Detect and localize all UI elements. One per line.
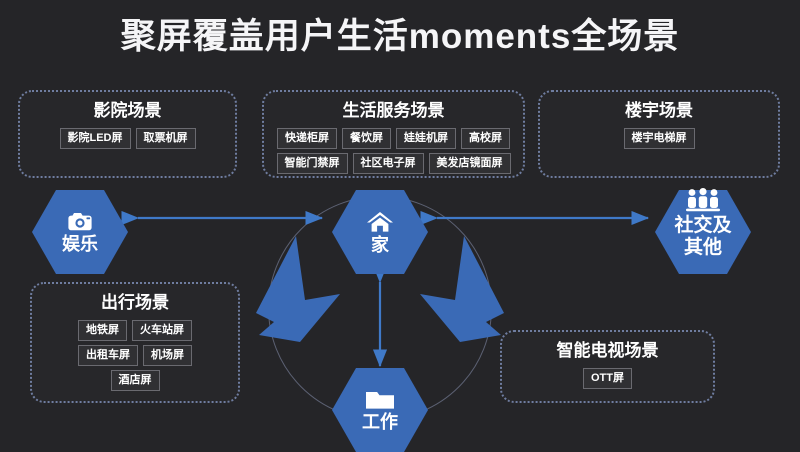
screen-tag[interactable]: 社区电子屏 <box>352 153 424 174</box>
screen-tag[interactable]: 娃娃机屏 <box>396 128 456 149</box>
flow-arrow-left <box>256 236 340 342</box>
node-label-line1: 社交及 <box>674 215 732 236</box>
tag-row: 出租车屏 机场屏 <box>72 345 198 366</box>
tag-row: OTT屏 <box>577 368 638 389</box>
tag-row: 地铁屏 火车站屏 <box>72 320 198 341</box>
node-label: 娱乐 <box>62 234 98 254</box>
screen-tag[interactable]: 楼宇电梯屏 <box>623 128 695 149</box>
node-label: 工作 <box>362 411 398 432</box>
scene-card-title: 影院场景 <box>93 101 162 120</box>
tag-row: 酒店屏 <box>105 370 166 391</box>
screen-tag[interactable]: 地铁屏 <box>78 320 127 341</box>
screen-tag[interactable]: 取票机屏 <box>135 128 196 149</box>
screen-tag[interactable]: 火车站屏 <box>132 320 192 341</box>
screen-tag[interactable]: 餐饮屏 <box>342 128 391 149</box>
node-work[interactable]: 工作 <box>332 368 428 452</box>
scene-card-title: 智能电视场景 <box>556 341 659 360</box>
screen-tag[interactable]: 影院LED屏 <box>59 128 131 149</box>
node-label: 家 <box>371 234 389 255</box>
camera-icon <box>65 210 95 233</box>
node-label: 社交及 其他 <box>630 215 776 259</box>
folder-icon <box>364 389 396 411</box>
screen-tag[interactable]: 酒店屏 <box>110 370 160 391</box>
screen-tag[interactable]: 机场屏 <box>143 345 192 366</box>
flow-arrow-right <box>420 236 504 342</box>
page-title: 聚屏覆盖用户生活moments全场景 <box>120 17 680 56</box>
scene-card-title: 楼宇场景 <box>625 101 693 120</box>
scene-card-cinema[interactable]: 影院场景 影院LED屏 取票机屏 <box>18 90 237 178</box>
scene-card-life-services[interactable]: 生活服务场景 快递柜屏 餐饮屏 娃娃机屏 高校屏 智能门禁屏 社区电子屏 美发店… <box>262 90 525 178</box>
scene-card-title: 出行场景 <box>101 293 169 312</box>
screen-tag[interactable]: 出租车屏 <box>78 345 138 366</box>
scene-card-title: 生活服务场景 <box>342 101 445 120</box>
tag-row: 智能门禁屏 社区电子屏 美发店镜面屏 <box>271 153 517 174</box>
tag-row: 楼宇电梯屏 <box>618 128 701 149</box>
node-label-line2: 其他 <box>683 237 722 258</box>
screen-tag[interactable]: 快递柜屏 <box>277 128 337 149</box>
screen-tag[interactable]: 高校屏 <box>461 128 510 149</box>
tag-row: 快递柜屏 餐饮屏 娃娃机屏 高校屏 <box>271 128 516 149</box>
node-entertainment[interactable]: 娱乐 <box>32 190 128 274</box>
tag-row: 影院LED屏 取票机屏 <box>54 128 202 149</box>
people-icon <box>630 187 776 213</box>
screen-tag[interactable]: OTT屏 <box>583 368 632 389</box>
node-social[interactable]: 社交及 其他 <box>630 175 776 285</box>
node-home[interactable]: 家 <box>332 190 428 274</box>
screen-tag[interactable]: 智能门禁屏 <box>276 153 348 174</box>
screen-tag[interactable]: 美发店镜面屏 <box>428 153 511 174</box>
scene-card-smart-tv[interactable]: 智能电视场景 OTT屏 <box>500 330 715 403</box>
house-icon <box>365 210 395 234</box>
scene-card-travel[interactable]: 出行场景 地铁屏 火车站屏 出租车屏 机场屏 酒店屏 <box>30 282 240 403</box>
scene-card-building[interactable]: 楼宇场景 楼宇电梯屏 <box>538 90 780 178</box>
